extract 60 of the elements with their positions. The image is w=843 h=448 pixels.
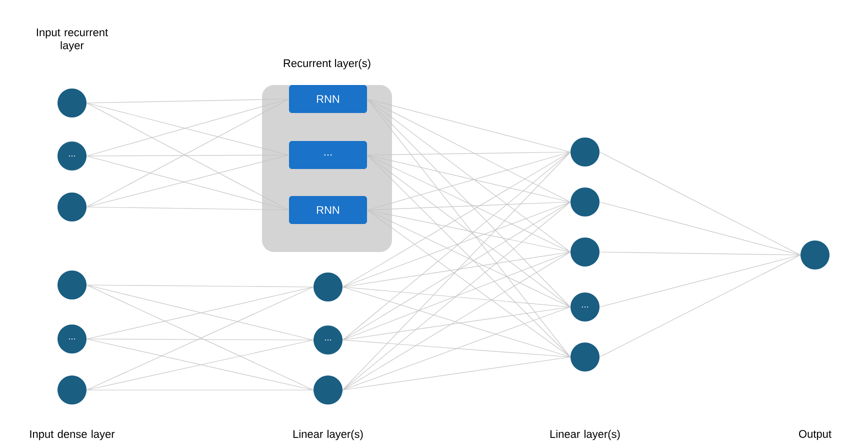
connection-line xyxy=(342,152,571,340)
neuron-circle xyxy=(314,272,342,302)
connection-line xyxy=(342,306,571,340)
connection-line xyxy=(342,202,571,340)
neuron-circle xyxy=(570,138,600,166)
connection-line xyxy=(342,286,571,358)
connection-line xyxy=(599,202,801,256)
neuron-circle xyxy=(314,376,342,404)
connection-line xyxy=(366,210,571,308)
connection-line xyxy=(342,306,571,390)
connection-line xyxy=(342,152,571,288)
connection-line xyxy=(366,152,571,210)
rnn-block: RNN xyxy=(289,85,367,113)
neuron-circle xyxy=(58,192,86,222)
connection-line xyxy=(366,152,571,156)
connection-line xyxy=(366,98,571,358)
neuron-circle xyxy=(800,240,830,270)
connection-line xyxy=(366,98,571,152)
connection-line xyxy=(342,202,571,390)
connection-line xyxy=(342,286,571,308)
connection-line xyxy=(342,252,571,390)
layer-label: Output xyxy=(799,430,832,440)
connection-line xyxy=(86,284,314,288)
layer-label: Input dense layer xyxy=(30,430,115,440)
connection-line xyxy=(86,206,290,210)
connection-line xyxy=(86,338,314,340)
connection-line xyxy=(342,356,571,390)
neuron-circle xyxy=(570,342,600,372)
neuron-circle xyxy=(58,376,86,404)
layer-label: Linear layer(s) xyxy=(293,430,363,440)
connection-line xyxy=(342,152,571,390)
connection-line xyxy=(599,254,801,358)
neuron-circle xyxy=(58,270,86,300)
connection-line xyxy=(366,210,571,358)
connection-line xyxy=(366,154,571,308)
connection-line xyxy=(342,340,571,358)
connection-line xyxy=(366,202,571,210)
layer-label: Linear layer(s) xyxy=(550,430,620,440)
layer-label: Input recurrent layer xyxy=(36,28,108,52)
node-label: Recurrent layer(s) xyxy=(284,59,370,70)
connection-line xyxy=(366,154,571,252)
connection-line xyxy=(599,252,801,256)
connection-line xyxy=(342,202,571,288)
rnn-block: RNN xyxy=(289,196,367,224)
connection-line xyxy=(86,154,290,156)
connection-line xyxy=(86,98,290,104)
connection-line xyxy=(366,154,571,202)
connection-line xyxy=(342,252,571,340)
connection-line xyxy=(366,154,571,358)
connection-line xyxy=(366,98,571,308)
connection-line xyxy=(342,252,571,288)
connection-line xyxy=(366,210,571,252)
neuron-circle xyxy=(570,188,600,216)
rnn-block: ... xyxy=(289,141,367,169)
neuron-circle xyxy=(58,88,86,118)
connection-line xyxy=(366,98,571,202)
connection-line xyxy=(599,254,801,308)
neuron-circle xyxy=(570,238,600,266)
connection-line xyxy=(599,152,801,256)
connection-line xyxy=(366,98,571,252)
